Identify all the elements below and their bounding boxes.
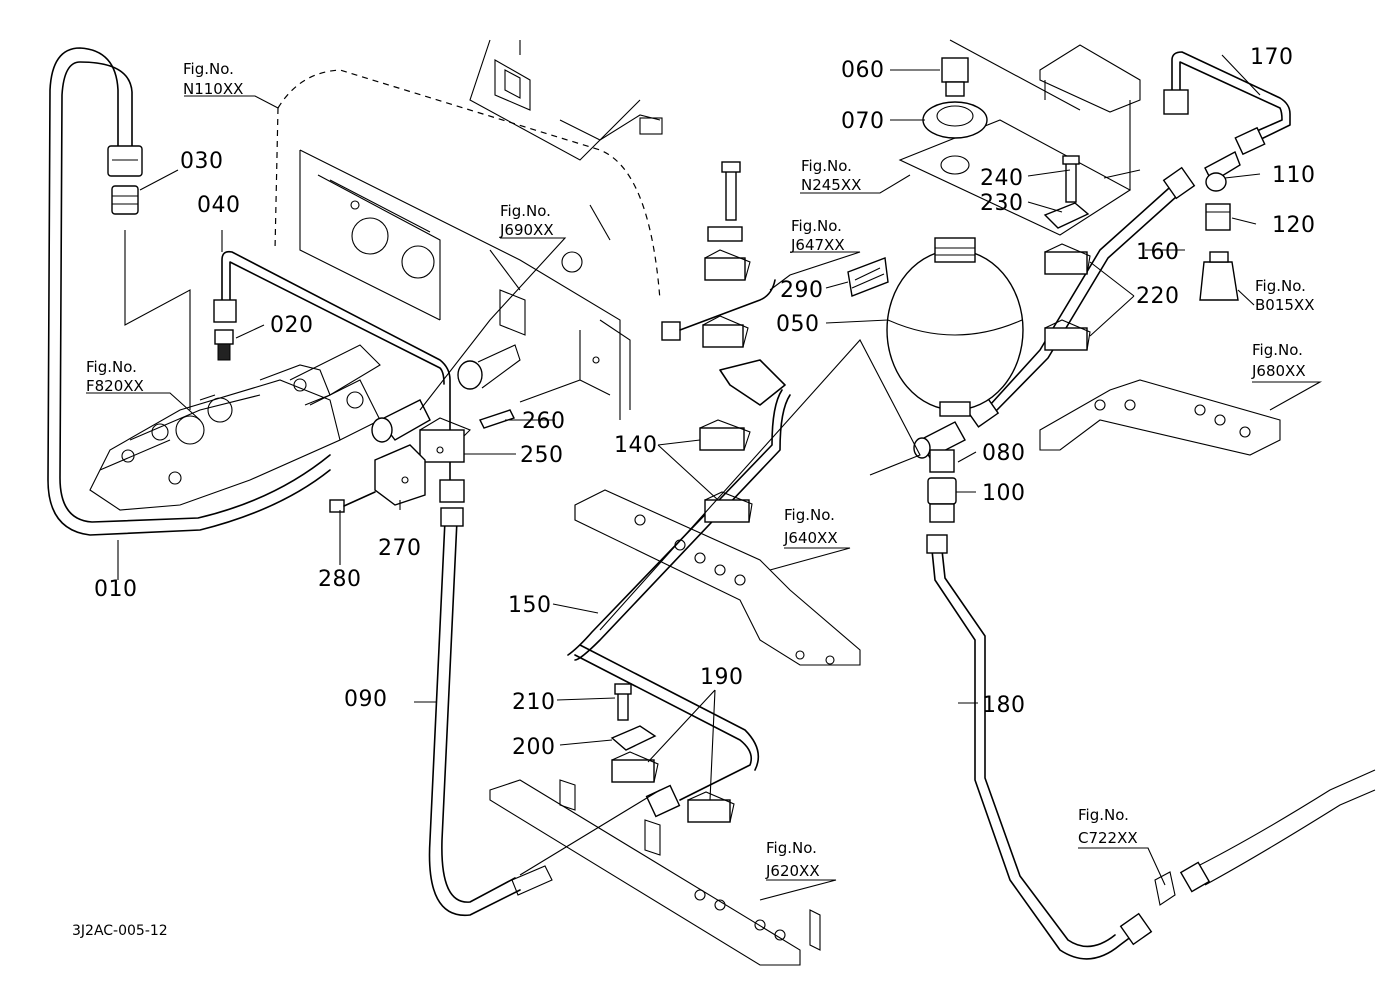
part-label-180: 180	[982, 693, 1026, 718]
accumulator-050	[886, 237, 1024, 417]
figref-code: J620XX	[765, 862, 820, 880]
figref-prefix: Fig.No.	[86, 358, 137, 376]
figref-prefix: Fig.No.	[500, 202, 551, 220]
figure-reference-labels: Fig.No. N110XX Fig.No. F820XX Fig.No. J6…	[86, 60, 1314, 880]
figref-n110: Fig.No. N110XX	[183, 60, 243, 98]
figref-code: J640XX	[783, 529, 838, 547]
part-label-040: 040	[197, 193, 241, 218]
figref-prefix: Fig.No.	[791, 217, 842, 235]
figref-code: J680XX	[1251, 362, 1306, 380]
clamp-blocks	[610, 155, 1091, 823]
top-bracket	[469, 39, 663, 161]
part-label-050: 050	[776, 312, 820, 337]
figref-code: J647XX	[790, 236, 845, 254]
adaptor-120	[1199, 203, 1239, 301]
figref-code: N110XX	[183, 80, 243, 98]
leader-lines	[86, 54, 1323, 901]
pipe-170	[1163, 51, 1291, 156]
part-label-140: 140	[614, 433, 658, 458]
part-label-270: 270	[378, 536, 422, 561]
part-label-230: 230	[980, 191, 1024, 216]
figref-code: C722XX	[1078, 829, 1138, 847]
fitting-100	[927, 477, 957, 523]
control-valve-body	[89, 344, 381, 511]
hose-end-fitting	[457, 344, 521, 390]
part-label-120: 120	[1272, 213, 1316, 238]
figref-f820: Fig.No. F820XX	[86, 358, 144, 395]
figref-code: B015XX	[1255, 296, 1314, 314]
part-label-070: 070	[841, 109, 885, 134]
figref-prefix: Fig.No.	[766, 839, 817, 857]
bracket-270	[374, 444, 426, 506]
part-label-220: 220	[1136, 284, 1180, 309]
part-label-170: 170	[1250, 45, 1294, 70]
figref-prefix: Fig.No.	[784, 506, 835, 524]
rear-pipe-c722	[1154, 769, 1376, 906]
fitting-030	[111, 185, 139, 215]
nut-070	[922, 101, 988, 139]
part-number-labels: 010 020 030 040 050 060 070 080 090 100 …	[94, 45, 1316, 760]
figref-c722: Fig.No. C722XX	[1078, 806, 1138, 847]
tee-fitting-080	[913, 421, 966, 473]
housing-panel	[274, 69, 661, 420]
part-label-290: 290	[780, 278, 824, 303]
part-label-150: 150	[508, 593, 552, 618]
figref-j680: Fig.No. J680XX	[1251, 341, 1306, 380]
figref-n245: Fig.No. N245XX	[801, 157, 861, 194]
part-label-280: 280	[318, 567, 362, 592]
pipe-040	[213, 250, 451, 481]
part-label-250: 250	[520, 443, 564, 468]
figref-prefix: Fig.No.	[801, 157, 852, 175]
part-label-080: 080	[982, 441, 1026, 466]
figref-prefix: Fig.No.	[1252, 341, 1303, 359]
figref-prefix: Fig.No.	[183, 60, 234, 78]
part-label-260: 260	[522, 409, 566, 434]
part-label-160: 160	[1136, 240, 1180, 265]
figref-j620: Fig.No. J620XX	[765, 839, 820, 880]
part-label-020: 020	[270, 313, 314, 338]
plug-060	[941, 57, 969, 97]
figref-code: J690XX	[499, 221, 554, 239]
pipe-160	[964, 166, 1196, 428]
part-label-200: 200	[512, 735, 556, 760]
part-label-030: 030	[180, 149, 224, 174]
figref-j640: Fig.No. J640XX	[783, 506, 838, 547]
hose-090	[428, 479, 553, 917]
figref-prefix: Fig.No.	[1255, 277, 1306, 295]
hose-010	[47, 47, 331, 536]
frame-rail-j620	[489, 779, 821, 966]
pipe-180	[926, 534, 1153, 960]
figref-code: N245XX	[801, 176, 861, 194]
elbow-110	[1204, 151, 1241, 192]
part-label-060: 060	[841, 58, 885, 83]
tee-fitting-250	[371, 399, 471, 463]
fitting-020	[214, 329, 234, 361]
bolt-280	[329, 491, 376, 513]
pipe-150	[567, 359, 791, 818]
frame-rail-j680	[1039, 379, 1281, 456]
pin-260	[479, 379, 581, 429]
drawing-code: 3J2AC-005-12	[72, 923, 168, 939]
part-label-100: 100	[982, 481, 1026, 506]
figref-b015: Fig.No. B015XX	[1255, 277, 1314, 314]
part-label-210: 210	[512, 690, 556, 715]
part-label-010: 010	[94, 577, 138, 602]
figref-j690: Fig.No. J690XX	[499, 202, 554, 239]
figref-code: F820XX	[86, 377, 144, 395]
part-label-110: 110	[1272, 163, 1316, 188]
part-label-090: 090	[344, 687, 388, 712]
part-label-190: 190	[700, 665, 744, 690]
figref-j647: Fig.No. J647XX	[790, 217, 845, 254]
figref-prefix: Fig.No.	[1078, 806, 1129, 824]
part-label-240: 240	[980, 166, 1024, 191]
